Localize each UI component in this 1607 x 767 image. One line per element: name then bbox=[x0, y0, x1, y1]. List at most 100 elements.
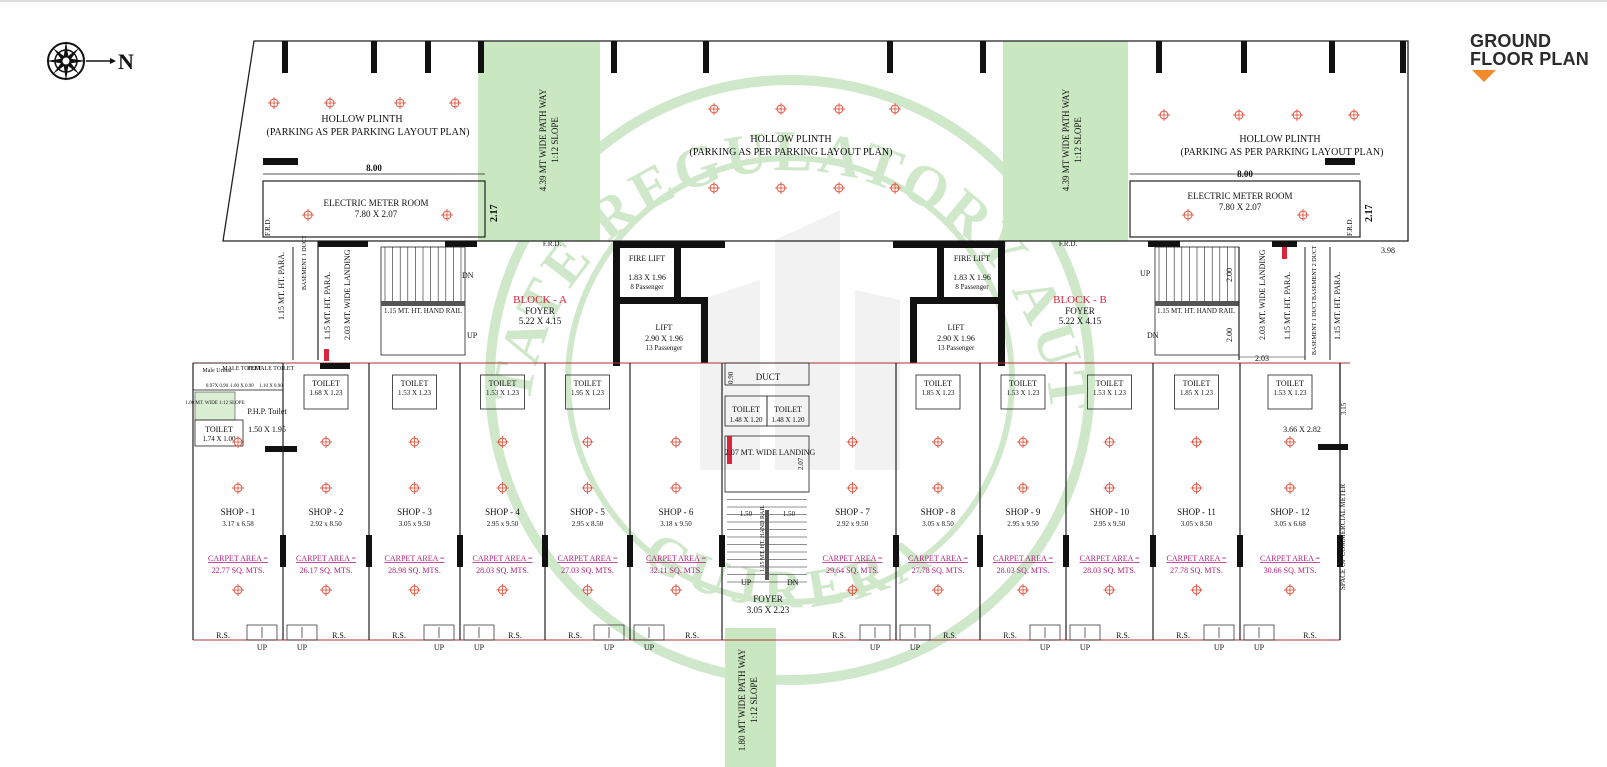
svg-text:FOYER: FOYER bbox=[1065, 306, 1095, 316]
svg-text:BASEMENT 1 DUCT: BASEMENT 1 DUCT bbox=[302, 235, 308, 290]
light-fixture-icon bbox=[581, 436, 594, 448]
shop-rs-label: R.S. bbox=[216, 631, 230, 640]
light-fixture-icon bbox=[232, 482, 244, 494]
light-fixture-icon bbox=[1103, 584, 1116, 596]
north-label: N bbox=[118, 49, 134, 74]
light-fixture-icon bbox=[1190, 482, 1203, 494]
shop-toilet-size: 1.68 X 1.23 bbox=[309, 389, 343, 397]
svg-text:13 Passenger: 13 Passenger bbox=[938, 344, 975, 352]
light-fixture-icon bbox=[932, 436, 944, 448]
svg-text:SPACE OF COMMERCIAL METER: SPACE OF COMMERCIAL METER bbox=[1339, 483, 1347, 590]
light-fixture-icon bbox=[1017, 584, 1029, 596]
shop-size: 2.95 x 9.50 bbox=[1094, 520, 1126, 528]
svg-text:1.15 MT. HT. PARA.: 1.15 MT. HT. PARA. bbox=[1333, 272, 1342, 340]
shop-up-label: UP bbox=[870, 643, 881, 652]
shop-up-label: UP bbox=[644, 643, 655, 652]
svg-text:LIFT: LIFT bbox=[948, 323, 965, 332]
svg-text:DN: DN bbox=[1147, 331, 1159, 340]
shop-rs-label: R.S. bbox=[1303, 631, 1317, 640]
svg-text:3.05 X 2.23: 3.05 X 2.23 bbox=[747, 605, 790, 615]
shop-toilet-size: 1.53 X 1.23 bbox=[1006, 389, 1040, 397]
shop-rs-label: R.S. bbox=[943, 631, 957, 640]
hollow-plinth-center-title: HOLLOW PLINTH bbox=[750, 134, 831, 145]
light-fixture-icon bbox=[1190, 436, 1203, 448]
svg-text:13 Passenger: 13 Passenger bbox=[646, 344, 683, 352]
light-fixture-icon bbox=[496, 482, 509, 494]
shop-carpet-label: CARPET AREA = bbox=[1167, 554, 1227, 563]
light-fixture-icon bbox=[1233, 109, 1245, 121]
light-fixture-icon bbox=[1190, 584, 1203, 596]
svg-text:TOILET: TOILET bbox=[774, 405, 802, 414]
shop-size: 3.05 x 6.68 bbox=[1274, 520, 1306, 528]
light-fixture-icon bbox=[232, 436, 244, 448]
svg-text:2.07 MT. WIDE LANDING: 2.07 MT. WIDE LANDING bbox=[725, 448, 816, 457]
svg-text:1.15 MT. HT. PARA.: 1.15 MT. HT. PARA. bbox=[277, 252, 286, 320]
shop-carpet-area: 28.98 SQ. MTS. bbox=[388, 566, 441, 575]
light-fixture-icon bbox=[496, 584, 509, 596]
shop-size: 3.05 x 8.50 bbox=[922, 520, 954, 528]
svg-text:1.00 MT. WIDE 1:12 SLOPE: 1.00 MT. WIDE 1:12 SLOPE bbox=[185, 401, 244, 406]
svg-text:3.15: 3.15 bbox=[1340, 402, 1348, 415]
light-fixture-icon bbox=[1182, 209, 1194, 221]
svg-text:2.07: 2.07 bbox=[797, 457, 805, 470]
light-fixture-icon bbox=[1284, 482, 1296, 494]
svg-text:P.H.P. Toilet: P.H.P. Toilet bbox=[247, 407, 287, 416]
hollow-plinth-center-subtitle: (PARKING AS PER PARKING LAYOUT PLAN) bbox=[690, 147, 893, 158]
frd-label-a: F.R.D. bbox=[543, 240, 562, 248]
svg-text:DN: DN bbox=[462, 271, 474, 280]
svg-text:F.R.D.: F.R.D. bbox=[613, 331, 621, 350]
central-core: DUCT 0.90 TOILET 1.48 X 1.20 TOILET 1.48… bbox=[724, 362, 816, 615]
right-end-room: 3.66 X 2.82 3.15 SPACE OF COMMERCIAL MET… bbox=[1283, 402, 1348, 590]
shop-up-label: UP bbox=[434, 643, 445, 652]
svg-text:1.83 X 1.96: 1.83 X 1.96 bbox=[953, 273, 991, 282]
light-fixture-icon bbox=[1017, 436, 1029, 448]
shop-name: SHOP - 5 bbox=[570, 507, 605, 517]
shop-rs-label: R.S. bbox=[332, 631, 346, 640]
entry-step bbox=[593, 624, 625, 641]
shop-size: 2.95 x 9.50 bbox=[1007, 520, 1039, 528]
hollow-plinth-left-subtitle: (PARKING AS PER PARKING LAYOUT PLAN) bbox=[267, 127, 470, 138]
svg-text:FOYER: FOYER bbox=[753, 594, 783, 604]
light-fixture-icon bbox=[833, 103, 845, 115]
frd-label-b: F.R.D. bbox=[1059, 240, 1078, 248]
shop-name: SHOP - 9 bbox=[1006, 507, 1041, 517]
light-fixture-icon bbox=[441, 209, 453, 221]
svg-text:F.R.D.: F.R.D. bbox=[1346, 217, 1354, 236]
svg-text:TOILET: TOILET bbox=[205, 425, 233, 434]
light-fixture-icon bbox=[932, 482, 944, 494]
shop-size: 3.18 x 9.50 bbox=[660, 520, 692, 528]
svg-text:1.00 X 0.90: 1.00 X 0.90 bbox=[230, 384, 254, 389]
shop-carpet-label: CARPET AREA = bbox=[823, 554, 883, 563]
svg-text:2.90 X 1.96: 2.90 X 1.96 bbox=[645, 334, 683, 343]
shop-carpet-label: CARPET AREA = bbox=[558, 554, 618, 563]
svg-text:FIRE LIFT: FIRE LIFT bbox=[629, 254, 665, 263]
entry-step bbox=[463, 624, 495, 641]
pathway-right-slope: 1:12 SLOPE bbox=[1073, 117, 1083, 163]
svg-text:0.97X 0.90: 0.97X 0.90 bbox=[206, 384, 229, 389]
shop-size: 3.05 x 9.50 bbox=[399, 520, 431, 528]
entry-step bbox=[423, 624, 455, 641]
shop-toilet-size: 1.85 X 1.23 bbox=[921, 389, 955, 397]
svg-text:1.15 MT. HT. HAND RAIL: 1.15 MT. HT. HAND RAIL bbox=[760, 505, 766, 572]
svg-text:1.48 X 1.20: 1.48 X 1.20 bbox=[771, 416, 805, 424]
shop-up-label: UP bbox=[297, 643, 308, 652]
shop-carpet-area: 29.64 SQ. MTS. bbox=[826, 566, 879, 575]
entry-step bbox=[1069, 624, 1101, 641]
top-columns bbox=[282, 41, 1406, 73]
shop-rs-label: R.S. bbox=[1003, 631, 1017, 640]
svg-text:2.03 MT. WIDE LANDING: 2.03 MT. WIDE LANDING bbox=[1258, 249, 1267, 340]
light-fixture-icon bbox=[1348, 109, 1360, 121]
shop-name: SHOP - 10 bbox=[1090, 507, 1130, 517]
